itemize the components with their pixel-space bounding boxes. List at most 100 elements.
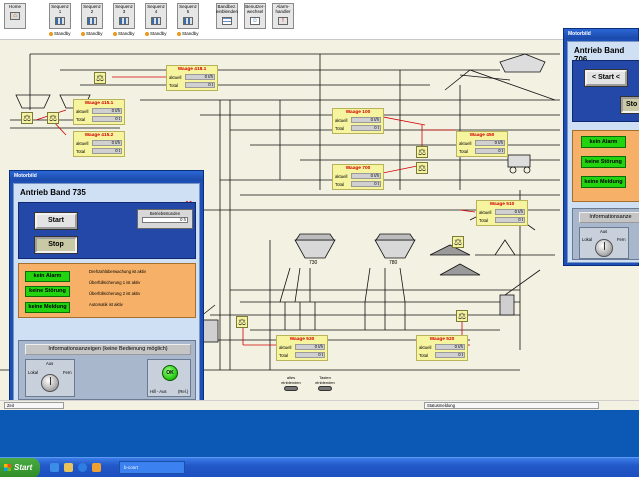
scale-title: Waage 510 bbox=[489, 202, 515, 207]
status-panel: kein Alarm keine Störung keine Meldung bbox=[572, 130, 639, 202]
switch-user-label: Benutzer-wechsel bbox=[245, 4, 265, 14]
sequence-4-button[interactable]: Sequenz 4 bbox=[145, 3, 167, 29]
sequence-icon bbox=[55, 17, 65, 25]
explorer-icon[interactable] bbox=[64, 463, 73, 472]
sequence-2-label: Sequenz 2 bbox=[83, 4, 101, 14]
mode-switch-box: Aus Lokal Fern bbox=[579, 227, 629, 259]
standby-dot-icon bbox=[145, 31, 149, 36]
scale-symbol-icon[interactable]: ⚖ bbox=[21, 112, 33, 124]
show-desktop-icon[interactable] bbox=[50, 463, 59, 472]
ok-button[interactable]: OK bbox=[162, 365, 178, 381]
alarm-handler-button[interactable]: Alarm-handler ! bbox=[272, 3, 294, 29]
status-message: Statusmeldung bbox=[424, 402, 599, 409]
status-text: Standby bbox=[182, 31, 199, 36]
row-label: aktuell bbox=[335, 173, 348, 179]
row-label: Total bbox=[479, 217, 489, 223]
show-all-label: alles einblenden bbox=[281, 375, 301, 385]
scale-symbol-icon[interactable]: ⚖ bbox=[47, 112, 59, 124]
motor-window-735[interactable]: Motorbild Antrieb Band 735 ✖ Start Stop … bbox=[9, 170, 204, 407]
row-label: Total bbox=[459, 148, 469, 154]
scale-symbol-icon[interactable]: ⚖ bbox=[94, 72, 106, 84]
alarm-icon: ! bbox=[278, 17, 288, 25]
total-value: 0 t bbox=[351, 125, 381, 131]
scale-symbol-icon[interactable]: ⚖ bbox=[452, 236, 464, 248]
sequence-1-status: Standby bbox=[49, 31, 71, 36]
mode-selector-knob[interactable] bbox=[41, 374, 59, 392]
knob-label-remote: Fern bbox=[63, 370, 72, 375]
sequence-5-button[interactable]: Sequenz 5 bbox=[177, 3, 199, 29]
scale-symbol-icon[interactable]: ⚖ bbox=[416, 146, 428, 158]
window-titlebar[interactable]: Motorbild bbox=[10, 171, 203, 181]
media-player-icon[interactable] bbox=[92, 463, 101, 472]
flow-value: 0 t/h bbox=[295, 344, 325, 350]
total-value: 0 t bbox=[92, 148, 122, 154]
total-value: 0 t bbox=[295, 352, 325, 358]
browser-icon[interactable] bbox=[78, 463, 87, 472]
start-button[interactable]: < Start < bbox=[585, 70, 627, 86]
scale-symbol-icon[interactable]: ⚖ bbox=[236, 316, 248, 328]
row-label: Total bbox=[76, 116, 86, 122]
motor-window-body: Antrieb Band 706 < Start < Sto kein Alar… bbox=[567, 41, 639, 263]
no-alarm-indicator: kein Alarm bbox=[581, 136, 626, 148]
flow-value: 0 t/h bbox=[475, 140, 505, 146]
hours-value: 0 h bbox=[142, 217, 188, 223]
knob-label-off: Aus bbox=[600, 229, 608, 234]
scale-title: Waage 415.1 bbox=[84, 101, 114, 106]
scale-title: Waage 415.2 bbox=[84, 133, 114, 138]
show-keys-button[interactable]: Tasten einblenden bbox=[312, 375, 338, 391]
start-button[interactable]: Start bbox=[35, 213, 77, 229]
switch-user-button[interactable]: Benutzer-wechsel ☺ bbox=[244, 3, 266, 29]
sequence-1-button[interactable]: Sequenz 1 bbox=[49, 3, 71, 29]
knob-label-local: Lokal bbox=[582, 237, 593, 242]
show-all-button[interactable]: alles einblenden bbox=[280, 375, 302, 391]
no-fault-indicator: keine Störung bbox=[25, 286, 70, 297]
scale-title: Waage 450 bbox=[469, 133, 495, 138]
sequence-5-status: Standby bbox=[177, 31, 199, 36]
sequence-5-label: Sequenz 5 bbox=[179, 4, 197, 14]
desktop-background bbox=[0, 410, 639, 457]
status-bar: Zeit Statusmeldung bbox=[0, 400, 639, 410]
start-button[interactable]: Start bbox=[0, 458, 40, 477]
flow-value: 0 t/h bbox=[351, 173, 381, 179]
taskbar-app-item[interactable]: b-conrt bbox=[119, 461, 185, 474]
bunker-730-label: 730 bbox=[309, 260, 318, 266]
knob-label-remote: Fern bbox=[617, 237, 626, 242]
show-belt-names-label: Bandbez. einblenden bbox=[215, 4, 239, 14]
stop-button[interactable]: Sto bbox=[621, 97, 639, 113]
motor-window-706[interactable]: Motorbild Antrieb Band 706 < Start < Sto… bbox=[563, 28, 639, 266]
overfill-1-status: Überfüllsicherung 1 ist aktiv bbox=[89, 280, 141, 285]
info-display-button[interactable]: Informationsanze bbox=[579, 212, 639, 223]
window-titlebar[interactable]: Motorbild bbox=[564, 29, 638, 39]
scale-title: Waage 418.1 bbox=[177, 67, 207, 72]
info-display-button[interactable]: Informationsanzeigen (keine Bedienung mö… bbox=[25, 344, 191, 355]
status-text: Standby bbox=[118, 31, 135, 36]
no-message-indicator: keine Meldung bbox=[25, 302, 70, 313]
standby-dot-icon bbox=[113, 31, 117, 36]
row-label: aktuell bbox=[169, 74, 182, 80]
sequence-3-button[interactable]: Sequenz 3 bbox=[113, 3, 135, 29]
sequence-2-button[interactable]: Sequenz 2 bbox=[81, 3, 103, 29]
overfill-2-status: Überfüllsicherung 2 ist aktiv bbox=[89, 291, 141, 296]
stop-button[interactable]: Stop bbox=[35, 237, 77, 253]
row-label: aktuell bbox=[419, 344, 432, 350]
scale-symbol-icon[interactable]: ⚖ bbox=[456, 310, 468, 322]
automatic-status: Automatik ist aktiv bbox=[89, 302, 123, 307]
knob-label-off: Aus bbox=[46, 361, 54, 366]
row-label: aktuell bbox=[479, 209, 492, 215]
flow-value: 0 t/h bbox=[92, 140, 122, 146]
mode-selector-knob[interactable] bbox=[595, 239, 613, 257]
scale-symbol-icon[interactable]: ⚖ bbox=[416, 162, 428, 174]
show-belt-names-button[interactable]: Bandbez. einblenden bbox=[216, 3, 238, 29]
home-button[interactable]: Home ⌂ bbox=[4, 3, 26, 29]
operating-hours-box: Betriebsstunden 0 h bbox=[137, 209, 193, 229]
drive-heading: Antrieb Band 706 bbox=[574, 46, 625, 64]
